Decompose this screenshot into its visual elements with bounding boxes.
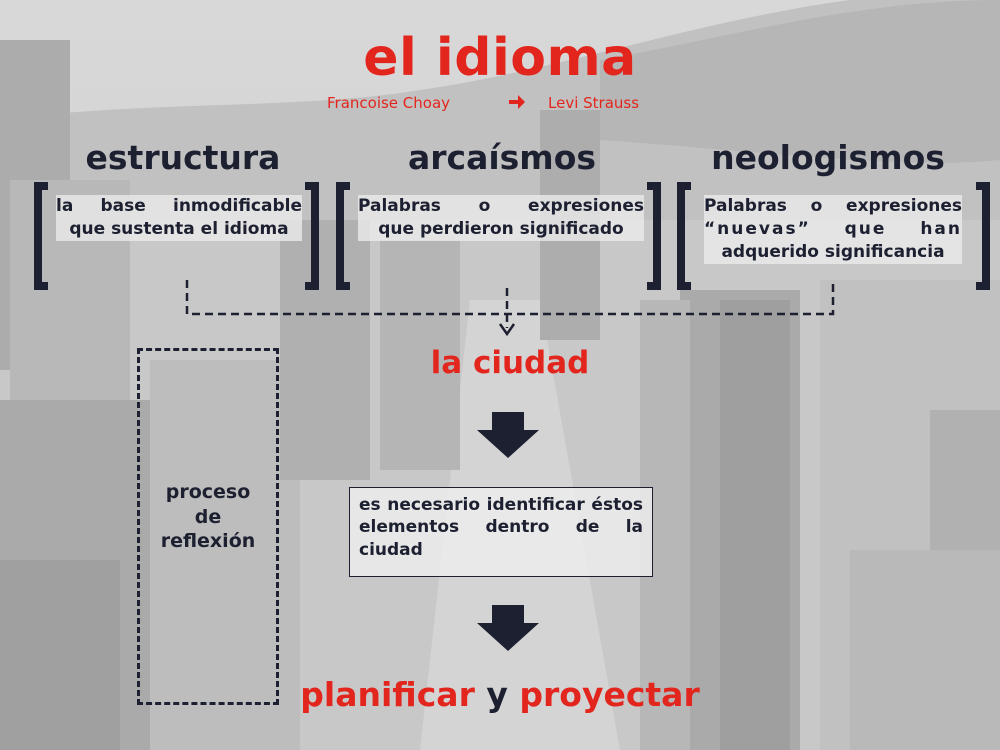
final-word-planificar: planificar (300, 675, 475, 714)
bracket-right-2 (647, 182, 661, 290)
reflection-text: proceso de reflexión (137, 480, 279, 554)
note-box: es necesario identificar éstos elementos… (349, 487, 653, 577)
description-line: la base inmodificable (56, 196, 302, 216)
description-line: adquerido significancia (721, 241, 945, 262)
reflection-line: de (194, 505, 222, 528)
arrow-down-icon (477, 412, 539, 458)
description-line: que perdieron significado (378, 218, 624, 239)
description-line: Palabras o expresiones (704, 196, 962, 216)
reflection-line: reflexión (160, 530, 256, 553)
description-line: que sustenta el idioma (69, 218, 289, 239)
bracket-left-2 (336, 182, 350, 290)
final-statement: planificar y proyectar (0, 675, 1000, 714)
reflection-line: proceso (165, 481, 251, 503)
page-title: el idioma (363, 28, 637, 88)
description-line: Palabras o expresiones (358, 196, 644, 216)
arrow-down-icon (477, 605, 539, 651)
subtitle-right-author: Levi Strauss (548, 94, 640, 112)
center-label: la ciudad (430, 345, 590, 381)
bracket-right-1 (305, 182, 319, 290)
final-word-y: y (486, 675, 508, 714)
final-word-proyectar: proyectar (519, 675, 700, 714)
heading-estructura: estructura (85, 138, 281, 177)
subtitle-left-author: Francoise Choay (327, 94, 451, 112)
description-neologismos: Palabras o expresiones “nuevas” que han … (704, 195, 962, 264)
dashed-connector (185, 280, 835, 337)
description-arcaismos: Palabras o expresiones que perdieron sig… (358, 195, 644, 241)
bracket-left-1 (34, 182, 48, 290)
heading-arcaismos: arcaísmos (407, 138, 597, 177)
bracket-right-3 (976, 182, 990, 290)
heading-neologismos: neologismos (711, 138, 945, 177)
bracket-left-3 (677, 182, 691, 290)
arrow-right-icon (509, 95, 525, 109)
bracket-group (34, 182, 990, 290)
description-estructura: la base inmodificable que sustenta el id… (56, 195, 302, 241)
reflection-box (137, 348, 279, 705)
description-line: “nuevas” que han (704, 218, 962, 239)
